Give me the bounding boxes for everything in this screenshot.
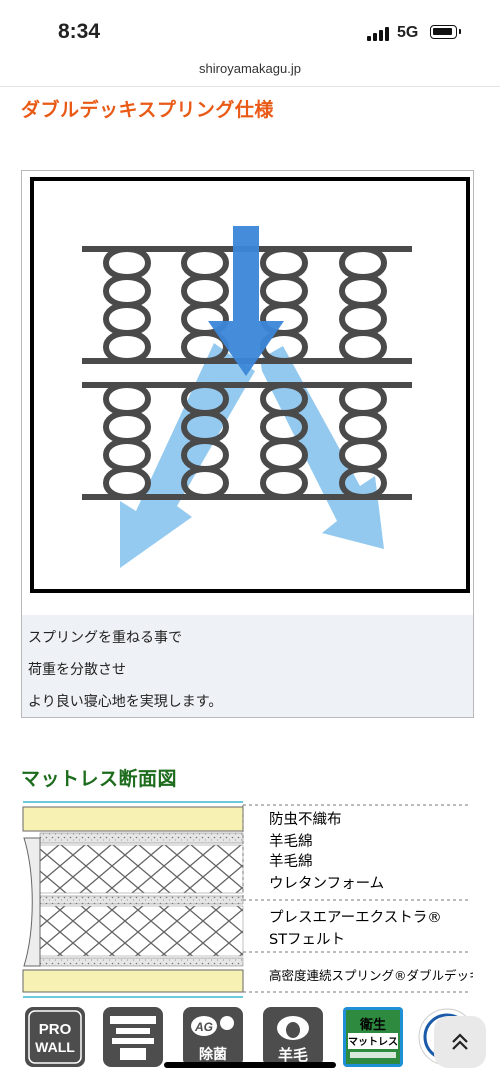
battery-icon <box>430 25 461 39</box>
home-indicator[interactable] <box>164 1062 336 1068</box>
layer-label-press-air: プレスエアーエクストラ® <box>269 909 442 926</box>
hygiene-mattress-badge-icon: 衛生 マットレス <box>343 1007 403 1067</box>
spring-illustration <box>30 177 470 593</box>
load-arrow <box>208 226 284 376</box>
scroll-to-top-button[interactable] <box>434 1016 486 1068</box>
wool-badge-icon: 羊毛 <box>263 1007 323 1067</box>
cellular-signal-icon <box>367 27 391 41</box>
layer-label-st-felt: STフェルト <box>269 932 345 948</box>
pro-wall-text-2: WALL <box>35 1039 75 1055</box>
caption-line-2: 荷重を分散させ <box>28 662 126 678</box>
double-chevron-up-icon <box>452 1033 468 1050</box>
anti-insect-badge-icon <box>103 1007 163 1067</box>
layer-label-wool-2: 羊毛綿 <box>269 853 313 870</box>
pro-wall-text-1: PRO <box>39 1021 72 1038</box>
mattress-cross-section-title: マットレス断面図 <box>21 768 178 790</box>
spring-caption: スプリングを重ねる事で 荷重を分散させ より良い寝心地を実現します。 <box>21 615 474 718</box>
ag-text: AG <box>194 1020 213 1034</box>
hygiene-text-2: マットレス <box>348 1036 398 1048</box>
network-type: 5G <box>397 24 419 41</box>
antibacterial-text: 除菌 <box>199 1046 227 1063</box>
address-bar[interactable]: shiroyamakagu.jp <box>0 58 500 87</box>
hygiene-text-1: 衛生 <box>359 1017 386 1033</box>
mattress-cross-section: 防虫不織布 羊毛綿 羊毛綿 ウレタンフォーム プレスエアーエクストラ® STフェ… <box>21 800 482 1000</box>
layer-label-nonwoven: 防虫不織布 <box>269 811 342 828</box>
status-bar: 8:34 5G <box>0 0 500 58</box>
url-text: shiroyamakagu.jp <box>199 61 301 76</box>
layer-label-spring: 高密度連続スプリング®ダブルデッキ <box>269 968 473 983</box>
double-deck-spring-figure <box>21 170 474 616</box>
status-time: 8:34 <box>58 20 101 43</box>
caption-line-3: より良い寝心地を実現します。 <box>28 694 223 710</box>
layer-label-wool-1: 羊毛綿 <box>269 833 313 850</box>
cross-section-diagram: 防虫不織布 羊毛綿 羊毛綿 ウレタンフォーム プレスエアーエクストラ® STフェ… <box>22 801 482 998</box>
wool-text: 羊毛 <box>278 1046 308 1064</box>
pro-wall-badge-icon: PRO WALL <box>25 1007 85 1067</box>
layer-label-urethane: ウレタンフォーム <box>269 875 384 892</box>
caption-line-1: スプリングを重ねる事で <box>28 630 182 646</box>
lower-spring-deck <box>82 382 412 500</box>
antibacterial-badge-icon: AG 除菌 <box>183 1007 243 1067</box>
feature-badges: PRO WALL AG 除菌 羊毛 衛生 マットレス <box>24 1006 500 1070</box>
double-deck-title: ダブルデッキスプリング仕様 <box>21 99 274 121</box>
